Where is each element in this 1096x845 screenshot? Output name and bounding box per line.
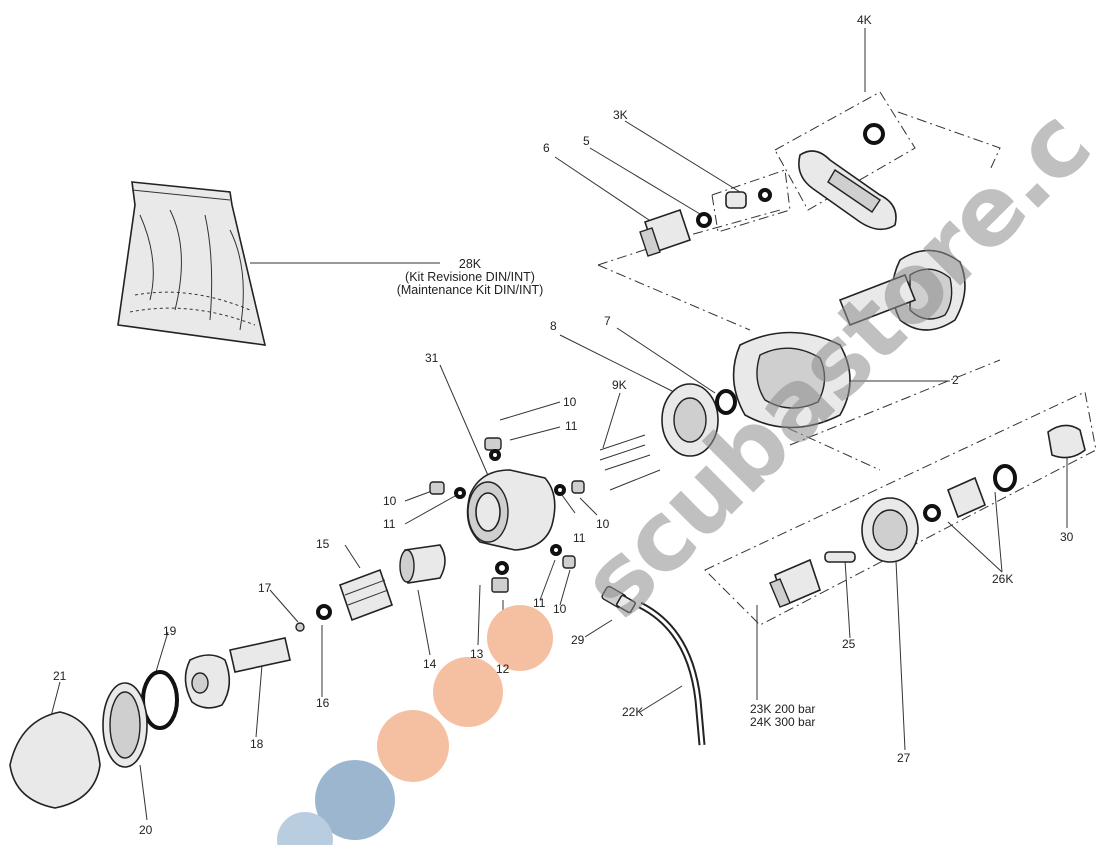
label-24k: 24K 300 bar bbox=[750, 715, 816, 729]
decorative-dot bbox=[277, 812, 333, 845]
label-30: 30 bbox=[1060, 530, 1074, 544]
label-10-top: 10 bbox=[563, 395, 577, 409]
label-27: 27 bbox=[897, 751, 911, 765]
decorative-dots bbox=[277, 605, 553, 845]
diaphragm-spring-parts bbox=[295, 544, 446, 632]
decorative-dot bbox=[487, 605, 553, 671]
label-10-left: 10 bbox=[383, 494, 397, 508]
yoke-nut-and-oring bbox=[599, 383, 737, 491]
dashed-assembly-outlines bbox=[597, 91, 1096, 626]
kit-code: 28K bbox=[458, 257, 482, 271]
label-16: 16 bbox=[316, 696, 330, 710]
label-6: 6 bbox=[543, 141, 550, 155]
label-22k: 22K bbox=[622, 705, 644, 719]
decorative-dot bbox=[377, 710, 449, 782]
label-4k: 4K bbox=[857, 13, 872, 27]
label-11-top: 11 bbox=[565, 419, 578, 433]
label-26k: 26K bbox=[992, 572, 1014, 586]
first-stage-din-assembly bbox=[639, 123, 966, 429]
label-15: 15 bbox=[316, 537, 330, 551]
label-8: 8 bbox=[550, 319, 557, 333]
label-7: 7 bbox=[604, 314, 611, 328]
piston-and-cap bbox=[9, 637, 291, 809]
label-14: 14 bbox=[423, 657, 437, 671]
maintenance-kit-bag bbox=[117, 181, 267, 346]
label-21: 21 bbox=[53, 669, 67, 683]
hp-hose bbox=[601, 585, 706, 746]
leader-lines bbox=[49, 28, 1068, 821]
label-3k: 3K bbox=[613, 108, 628, 122]
label-29: 29 bbox=[571, 633, 585, 647]
label-17: 17 bbox=[258, 581, 272, 595]
label-13: 13 bbox=[470, 647, 484, 661]
label-23k: 23K 200 bar bbox=[750, 702, 816, 716]
kit-line-en: (Maintenance Kit DIN/INT) bbox=[396, 283, 544, 297]
label-25: 25 bbox=[842, 637, 856, 651]
kit-28k-label: 28K (Kit Revisione DIN/INT) (Maintenance… bbox=[370, 258, 570, 297]
label-5: 5 bbox=[583, 134, 590, 148]
label-11-left: 11 bbox=[383, 517, 396, 531]
label-31: 31 bbox=[425, 351, 439, 365]
label-9k: 9K bbox=[612, 378, 627, 392]
label-2: 2 bbox=[952, 373, 959, 387]
label-18: 18 bbox=[250, 737, 264, 751]
label-10-right: 10 bbox=[596, 517, 610, 531]
kit-line-it: (Kit Revisione DIN/INT) bbox=[405, 270, 535, 284]
decorative-dot bbox=[315, 760, 395, 840]
label-10-bottom: 10 bbox=[553, 602, 567, 616]
label-12: 12 bbox=[496, 662, 510, 676]
label-20: 20 bbox=[139, 823, 153, 837]
decorative-dot bbox=[433, 657, 503, 727]
din-connector-parts bbox=[769, 424, 1086, 608]
first-stage-body bbox=[429, 437, 585, 593]
label-11-right: 11 bbox=[573, 531, 586, 545]
label-19: 19 bbox=[163, 624, 177, 638]
label-11-bottom: 11 bbox=[533, 596, 546, 610]
